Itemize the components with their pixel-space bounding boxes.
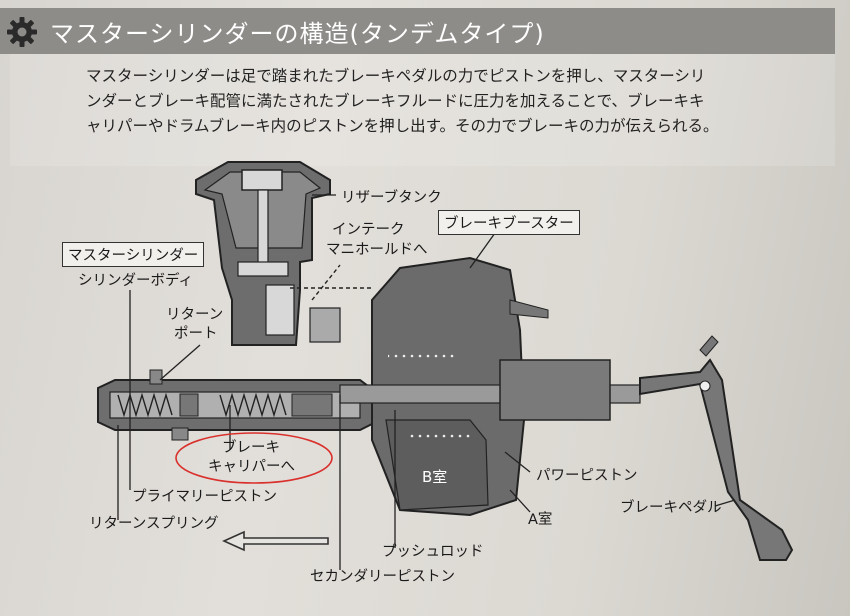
label-intake-1: インテーク <box>332 222 405 238</box>
label-master-cylinder: マスターシリンダー <box>62 242 205 267</box>
label-brake-pedal: ブレーキペダル <box>620 500 722 516</box>
brake-booster <box>290 256 641 517</box>
label-power-piston: パワーピストン <box>536 468 638 484</box>
label-primary-piston: プライマリーピストン <box>132 489 277 505</box>
intro-line: ャリパーやドラムブレーキ内のピストンを押し出す。その力でブレーキの力が伝えられる… <box>86 117 719 135</box>
page-title: マスターシリンダーの構造(タンデムタイプ) <box>50 20 545 48</box>
intro-line: マスターシリンダーは足で踏まれたブレーキペダルの力でピストンを押し、マスターシリ <box>86 67 706 85</box>
intro-paragraph: マスターシリンダーは足で踏まれたブレーキペダルの力でピストンを押し、マスターシリ… <box>86 64 806 139</box>
label-return-port-2: ポート <box>174 326 218 342</box>
label-secondary-piston: セカンダリーピストン <box>310 569 455 585</box>
label-a-chamber: A室 <box>528 512 553 528</box>
label-caliper-2: キャリパーへ <box>208 459 295 475</box>
label-intake-2: マニホールドへ <box>326 242 428 258</box>
label-return-spring: リターンスプリング <box>89 516 219 532</box>
header-bar <box>0 8 835 54</box>
label-b-chamber: B室 <box>422 468 448 486</box>
brake-pedal <box>639 335 794 561</box>
label-reservoir-tank: リザーブタンク <box>341 190 442 206</box>
label-brake-booster: ブレーキブースター <box>438 210 580 235</box>
label-return-port-1: リターン <box>166 307 224 323</box>
gear-icon <box>7 17 37 47</box>
text-panel <box>10 54 835 166</box>
label-cylinder-body: シリンダーボディ <box>78 273 193 289</box>
reservoir-tank <box>195 161 331 346</box>
annotation-circle <box>175 432 333 484</box>
cylinder-body <box>97 369 381 441</box>
label-caliper-1: ブレーキ <box>222 440 280 456</box>
label-push-rod: プッシュロッド <box>382 544 484 560</box>
intro-line: ンダーとブレーキ配管に満たされたブレーキフルードに圧力を加えることで、ブレーキキ <box>86 92 705 110</box>
arrow-left-icon <box>222 530 329 552</box>
